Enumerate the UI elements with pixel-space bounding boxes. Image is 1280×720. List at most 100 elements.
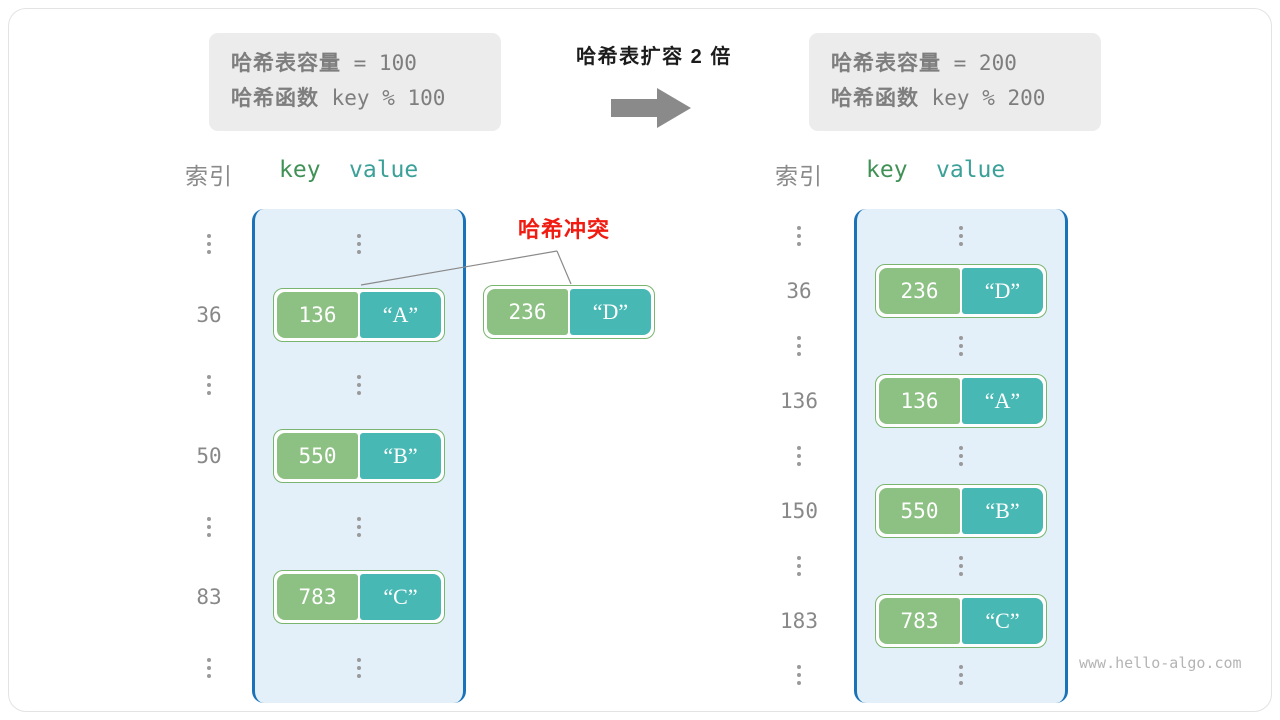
after-pair-key: 236 [879, 268, 960, 315]
before-heading-index: 索引 [185, 163, 233, 189]
after-hash-expr: key % 200 [919, 86, 1046, 110]
after-pair: 236“D” [875, 264, 1047, 319]
after-row-ellipsis-icon [959, 209, 963, 264]
before-row-ellipsis [252, 491, 466, 562]
before-pair: 136“A” [273, 287, 445, 342]
after-index-ellipsis-icon [797, 209, 801, 264]
after-index-label: 136 [780, 389, 818, 414]
after-heading-value: value [936, 157, 1006, 183]
after-row-ellipsis-icon [959, 429, 963, 484]
before-index-ellipsis-icon [207, 350, 211, 421]
after-row-pair: 783“C” [854, 593, 1068, 648]
after-row-ellipsis-icon [959, 319, 963, 374]
before-pair: 783“C” [273, 570, 445, 625]
before-heading-key: key [279, 157, 321, 183]
after-index-ellipsis [764, 319, 834, 374]
watermark: www.hello-algo.com [1079, 654, 1242, 672]
after-index-ellipsis-icon [797, 319, 801, 374]
before-capacity-line: 哈希表容量 = 100 [231, 46, 479, 81]
before-index-ellipsis [178, 350, 240, 421]
after-hash-label: 哈希函数 [831, 87, 919, 110]
before-pair-key: 136 [277, 291, 358, 338]
after-heading-index: 索引 [775, 163, 823, 189]
before-row-pair: 136“A” [252, 280, 466, 351]
before-index-column: 36 50 83 [178, 209, 240, 703]
after-row-ellipsis [854, 538, 1068, 593]
after-row-ellipsis-icon [959, 648, 963, 703]
before-capacity-expr: = 100 [341, 51, 417, 75]
after-row-pair: 236“D” [854, 264, 1068, 319]
before-config-box: 哈希表容量 = 100 哈希函数 key % 100 [209, 33, 501, 131]
after-index-label: 36 [786, 279, 812, 304]
before-row-ellipsis [252, 350, 466, 421]
after-hash-line: 哈希函数 key % 200 [831, 81, 1079, 116]
after-pair-value: “D” [962, 268, 1043, 315]
before-index-ellipsis-icon [207, 491, 211, 562]
after-pair-key: 783 [879, 597, 960, 644]
after-index-ellipsis [764, 648, 834, 703]
before-pair-key: 550 [277, 432, 358, 479]
before-row-pair: 783“C” [252, 562, 466, 633]
before-capacity-label: 哈希表容量 [231, 52, 341, 75]
before-row-ellipsis-icon [357, 632, 361, 703]
after-row-ellipsis [854, 209, 1068, 264]
before-row-pair: 550“B” [252, 421, 466, 492]
before-row-ellipsis [252, 209, 466, 280]
after-index-ellipsis [764, 209, 834, 264]
after-index-ellipsis-icon [797, 538, 801, 593]
after-row-pair: 136“A” [854, 374, 1068, 429]
collision-overflow-pair: 236 “D” [483, 285, 655, 339]
diagram-card: 哈希表容量 = 100 哈希函数 key % 100 哈希表扩容 2 倍 哈希表… [8, 8, 1272, 712]
after-pair: 783“C” [875, 593, 1047, 648]
collision-leader-lines [360, 250, 572, 286]
expand-title: 哈希表扩容 2 倍 [576, 46, 732, 68]
after-pair-value: “A” [962, 378, 1043, 425]
before-index-ellipsis [178, 491, 240, 562]
after-row-ellipsis [854, 429, 1068, 484]
before-hash-label: 哈希函数 [231, 87, 319, 110]
before-hash-expr: key % 100 [319, 86, 446, 110]
after-index-ellipsis [764, 538, 834, 593]
before-index-ellipsis-icon [207, 632, 211, 703]
before-row-ellipsis [252, 632, 466, 703]
after-index-ellipsis [764, 429, 834, 484]
after-capacity-label: 哈希表容量 [831, 52, 941, 75]
before-index-label: 36 [196, 302, 222, 327]
after-capacity-line: 哈希表容量 = 200 [831, 46, 1079, 81]
after-config-box: 哈希表容量 = 200 哈希函数 key % 200 [809, 33, 1101, 131]
after-index-ellipsis-icon [797, 648, 801, 703]
after-index-label: 183 [780, 608, 818, 633]
before-pair-value: “C” [360, 574, 441, 621]
right-arrow-icon [611, 88, 691, 128]
after-pair: 550“B” [875, 483, 1047, 538]
after-heading-key: key [866, 157, 908, 183]
after-row-ellipsis [854, 648, 1068, 703]
before-index-ellipsis [178, 209, 240, 280]
before-row-ellipsis-icon [357, 491, 361, 562]
before-index-ellipsis [178, 632, 240, 703]
overflow-pair-key: 236 [487, 289, 568, 335]
after-row-ellipsis-icon [959, 538, 963, 593]
after-pair-value: “C” [962, 597, 1043, 644]
after-pair-key: 136 [879, 378, 960, 425]
before-hash-line: 哈希函数 key % 100 [231, 81, 479, 116]
after-pair: 136“A” [875, 374, 1047, 429]
overflow-pair-value: “D” [570, 289, 651, 335]
before-pair-value: “A” [360, 291, 441, 338]
before-pair-value: “B” [360, 432, 441, 479]
collision-label: 哈希冲突 [517, 217, 610, 242]
before-index-label: 50 [196, 443, 222, 468]
before-pair-key: 783 [277, 574, 358, 621]
after-index-ellipsis-icon [797, 429, 801, 484]
before-row-ellipsis-icon [357, 350, 361, 421]
before-row-ellipsis-icon [357, 209, 361, 280]
after-row-pair: 550“B” [854, 483, 1068, 538]
after-row-ellipsis [854, 319, 1068, 374]
after-index-column: 36 136 150 183 [764, 209, 834, 703]
before-heading-value: value [349, 157, 419, 183]
after-index-label: 150 [780, 498, 818, 523]
before-index-label: 83 [196, 585, 222, 610]
after-row-list: 236“D” 136“A” 550“B” 783“C” [854, 209, 1068, 703]
before-index-ellipsis-icon [207, 209, 211, 280]
after-pair-value: “B” [962, 487, 1043, 534]
